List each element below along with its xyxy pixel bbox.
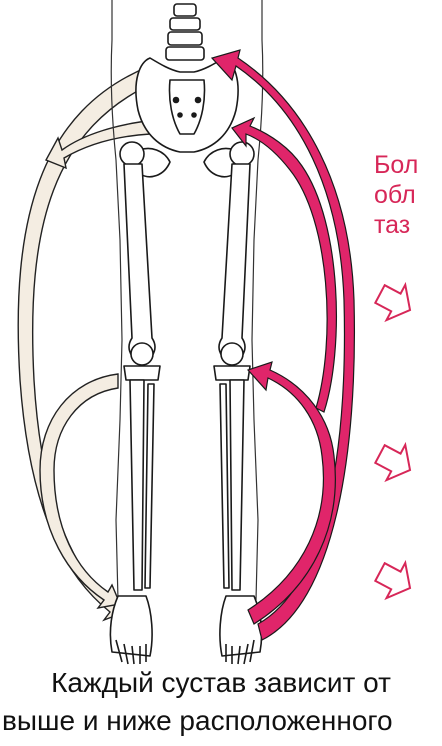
left-femur bbox=[124, 164, 155, 356]
caption-line-2: выше и ниже расположенного bbox=[2, 704, 442, 738]
side-label-line-3: таз bbox=[374, 210, 418, 240]
left-fibula bbox=[145, 384, 154, 588]
outline-arrow-2 bbox=[371, 436, 420, 487]
right-femur bbox=[219, 164, 250, 356]
knees bbox=[124, 343, 250, 380]
right-fibula bbox=[220, 384, 229, 588]
outline-arrow-3 bbox=[371, 554, 420, 605]
outline-arrows bbox=[371, 276, 420, 605]
pelvis bbox=[120, 58, 254, 177]
caption-line-1: Каждый сустав зависит от bbox=[0, 666, 442, 700]
left-foot bbox=[110, 596, 152, 664]
cream-arrow-knee-to-foot bbox=[40, 374, 120, 608]
side-label-line-2: обл bbox=[374, 180, 418, 210]
side-label: Бол обл таз bbox=[374, 150, 418, 240]
skeleton bbox=[110, 0, 262, 664]
right-tibia bbox=[230, 380, 244, 590]
spine bbox=[166, 4, 204, 60]
outline-arrow-1 bbox=[371, 276, 420, 327]
left-tibia bbox=[130, 380, 144, 590]
side-label-line-1: Бол bbox=[374, 150, 418, 180]
